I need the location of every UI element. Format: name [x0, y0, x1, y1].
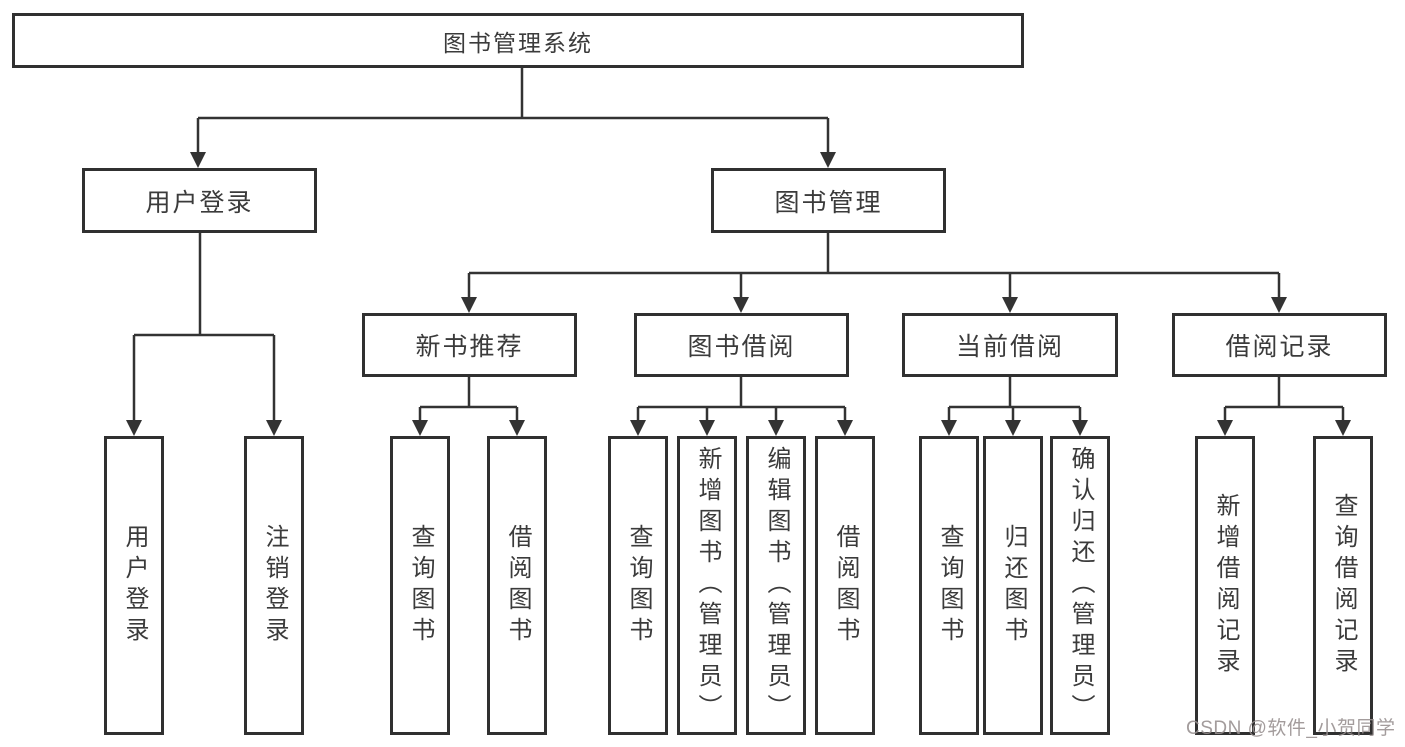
leaf-borrow-books-recommend: 借阅图书 — [487, 436, 547, 735]
leaf-label: 查询图书 — [407, 523, 434, 648]
leaf-label: 查询图书 — [936, 523, 963, 648]
leaf-add-borrow-record: 新增借阅记录 — [1195, 436, 1255, 735]
node-borrowing-records: 借阅记录 — [1172, 313, 1387, 377]
node-label: 图书管理 — [774, 188, 883, 217]
leaf-label: 用户登录 — [121, 523, 148, 648]
node-user-login: 用户登录 — [82, 168, 317, 233]
leaf-label: 查询图书 — [625, 523, 652, 648]
leaf-label: 查询借阅记录 — [1330, 492, 1357, 679]
node-label: 图书管理系统 — [443, 29, 593, 56]
leaf-query-books-current: 查询图书 — [919, 436, 979, 735]
node-label: 借阅记录 — [1225, 333, 1334, 361]
watermark: CSDN @软件_小贺同学 — [1186, 718, 1396, 739]
leaf-label: 新增图书（管理员） — [694, 446, 721, 725]
node-book-borrowing: 图书借阅 — [634, 313, 849, 377]
leaf-label: 借阅图书 — [832, 523, 859, 648]
leaf-label: 借阅图书 — [504, 523, 531, 648]
node-label: 新书推荐 — [415, 333, 524, 361]
leaf-label: 归还图书 — [1000, 523, 1027, 648]
node-library-management-system: 图书管理系统 — [12, 13, 1024, 68]
leaf-query-books-recommend: 查询图书 — [390, 436, 450, 735]
leaf-borrow-books-borrowing: 借阅图书 — [815, 436, 875, 735]
leaf-label: 确认归还（管理员） — [1067, 446, 1094, 725]
node-label: 图书借阅 — [687, 333, 796, 361]
leaf-confirm-return-admin: 确认归还（管理员） — [1050, 436, 1110, 735]
connector-line-path — [132, 67, 1345, 422]
leaf-logout-login: 注销登录 — [244, 436, 304, 735]
node-label: 用户登录 — [145, 188, 254, 217]
node-current-borrowing: 当前借阅 — [902, 313, 1118, 377]
leaf-edit-books-admin: 编辑图书（管理员） — [746, 436, 806, 735]
leaf-label: 注销登录 — [261, 523, 288, 648]
leaf-label: 新增借阅记录 — [1212, 492, 1239, 679]
leaf-label: 编辑图书（管理员） — [763, 446, 790, 725]
leaf-return-books: 归还图书 — [983, 436, 1043, 735]
node-label: 当前借阅 — [955, 333, 1064, 361]
node-book-management: 图书管理 — [711, 168, 946, 233]
leaf-user-login: 用户登录 — [104, 436, 164, 735]
leaf-query-borrow-record: 查询借阅记录 — [1313, 436, 1373, 735]
leaf-query-books-borrowing: 查询图书 — [608, 436, 668, 735]
node-new-book-recommend: 新书推荐 — [362, 313, 577, 377]
leaf-add-books-admin: 新增图书（管理员） — [677, 436, 737, 735]
